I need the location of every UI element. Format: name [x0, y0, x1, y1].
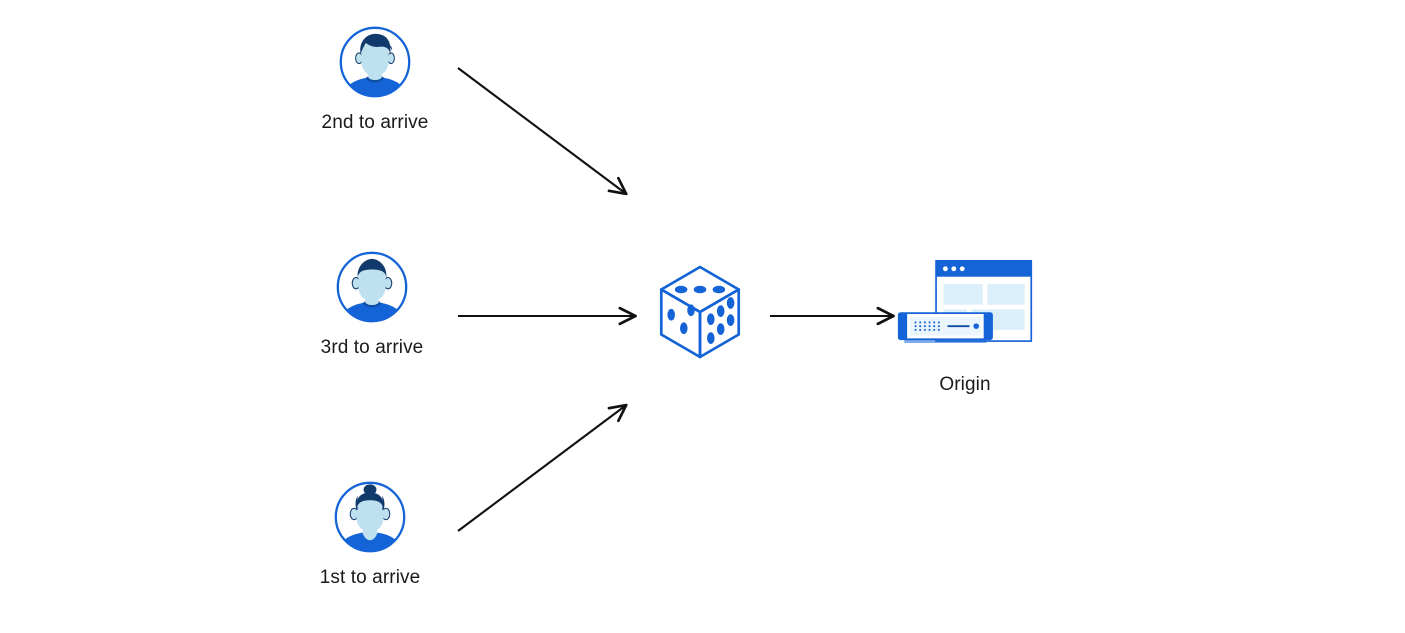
origin-node[interactable]: Origin — [865, 255, 1065, 397]
client-node-2nd[interactable]: 2nd to arrive — [280, 24, 470, 135]
random-balancer-node[interactable] — [655, 262, 745, 362]
origin-label: Origin — [939, 374, 991, 395]
client-node-3rd[interactable]: 3rd to arrive — [277, 249, 467, 360]
client-node-1st[interactable]: 1st to arrive — [275, 479, 465, 590]
client-label: 3rd to arrive — [320, 337, 424, 358]
arrow-2nd-to-dice — [457, 67, 628, 196]
server-appliance-icon — [897, 312, 993, 343]
arrow-1st-to-dice — [457, 403, 628, 532]
client-label: 2nd to arrive — [321, 112, 429, 133]
user-avatar-icon — [336, 251, 408, 323]
client-label: 1st to arrive — [319, 567, 421, 588]
user-avatar-icon — [334, 481, 406, 553]
origin-server-icon — [897, 259, 1033, 343]
user-avatar-icon — [339, 26, 411, 98]
dice-icon — [659, 265, 741, 359]
